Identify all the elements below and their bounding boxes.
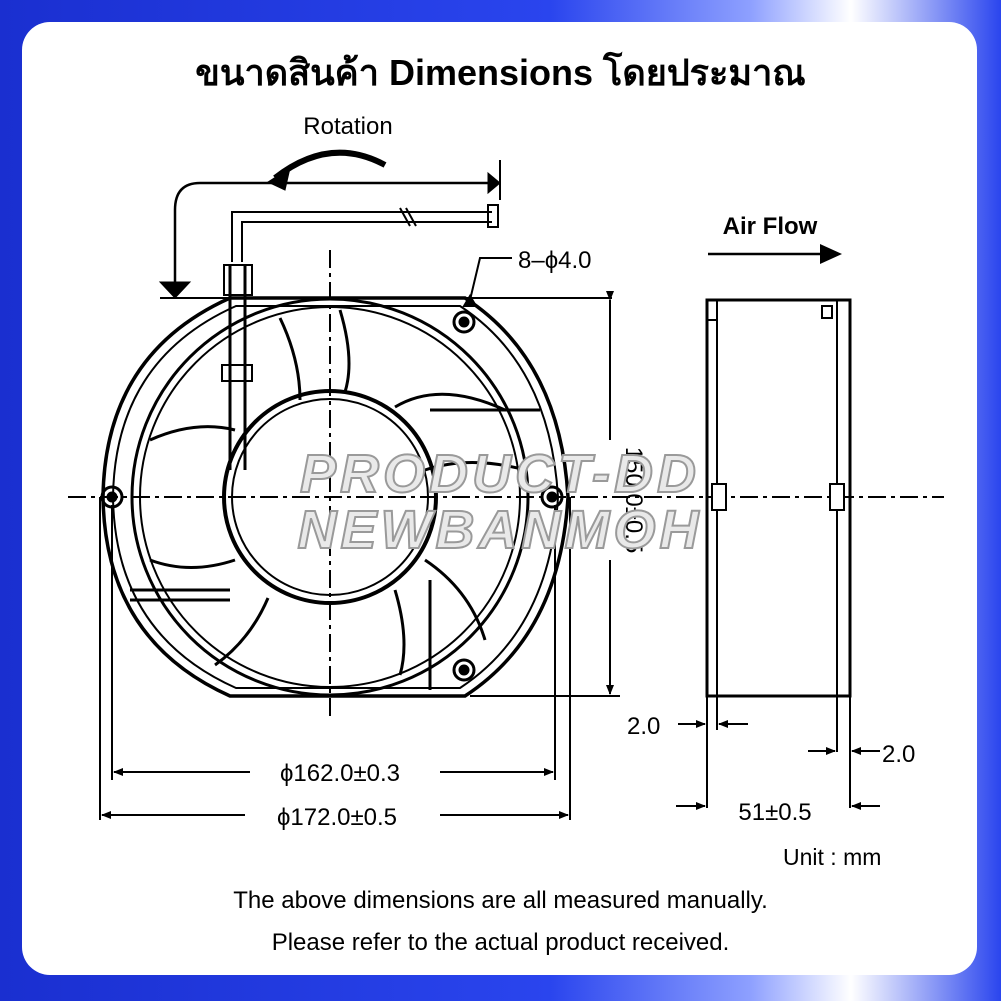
fan-front-view bbox=[100, 204, 570, 698]
airflow-label: Air Flow bbox=[723, 213, 818, 240]
holes-label: 8–ϕ4.0 bbox=[518, 247, 592, 274]
side-dimensions bbox=[676, 720, 880, 810]
height-label: 150.0±0.5 bbox=[620, 447, 647, 554]
diameter-dimensions bbox=[99, 497, 571, 820]
depth-label: 51±0.5 bbox=[738, 799, 811, 826]
note-line-1: The above dimensions are all measured ma… bbox=[233, 887, 768, 914]
height-dimension bbox=[470, 291, 620, 697]
rotation-arrow bbox=[158, 149, 612, 299]
rotation-label: Rotation bbox=[303, 113, 392, 140]
airflow-arrow bbox=[708, 244, 842, 264]
inner-diameter-label: ϕ162.0±0.3 bbox=[280, 760, 400, 787]
note-line-2: Please refer to the actual product recei… bbox=[271, 929, 730, 956]
watermark-line-2: NEWBANMOH bbox=[298, 500, 703, 560]
center-lines bbox=[68, 250, 944, 720]
watermark-line-1: PRODUCT-DD bbox=[300, 444, 700, 504]
hole-leader bbox=[462, 257, 512, 307]
outer-diameter-label: ϕ172.0±0.5 bbox=[277, 804, 397, 831]
fan-side-view bbox=[705, 298, 852, 808]
flange-right-label: 2.0 bbox=[882, 741, 915, 768]
unit-label: Unit : mm bbox=[783, 844, 882, 870]
page-title: ขนาดสินค้า Dimensions โดยประมาณ bbox=[195, 52, 806, 93]
flange-left-label: 2.0 bbox=[627, 713, 660, 740]
